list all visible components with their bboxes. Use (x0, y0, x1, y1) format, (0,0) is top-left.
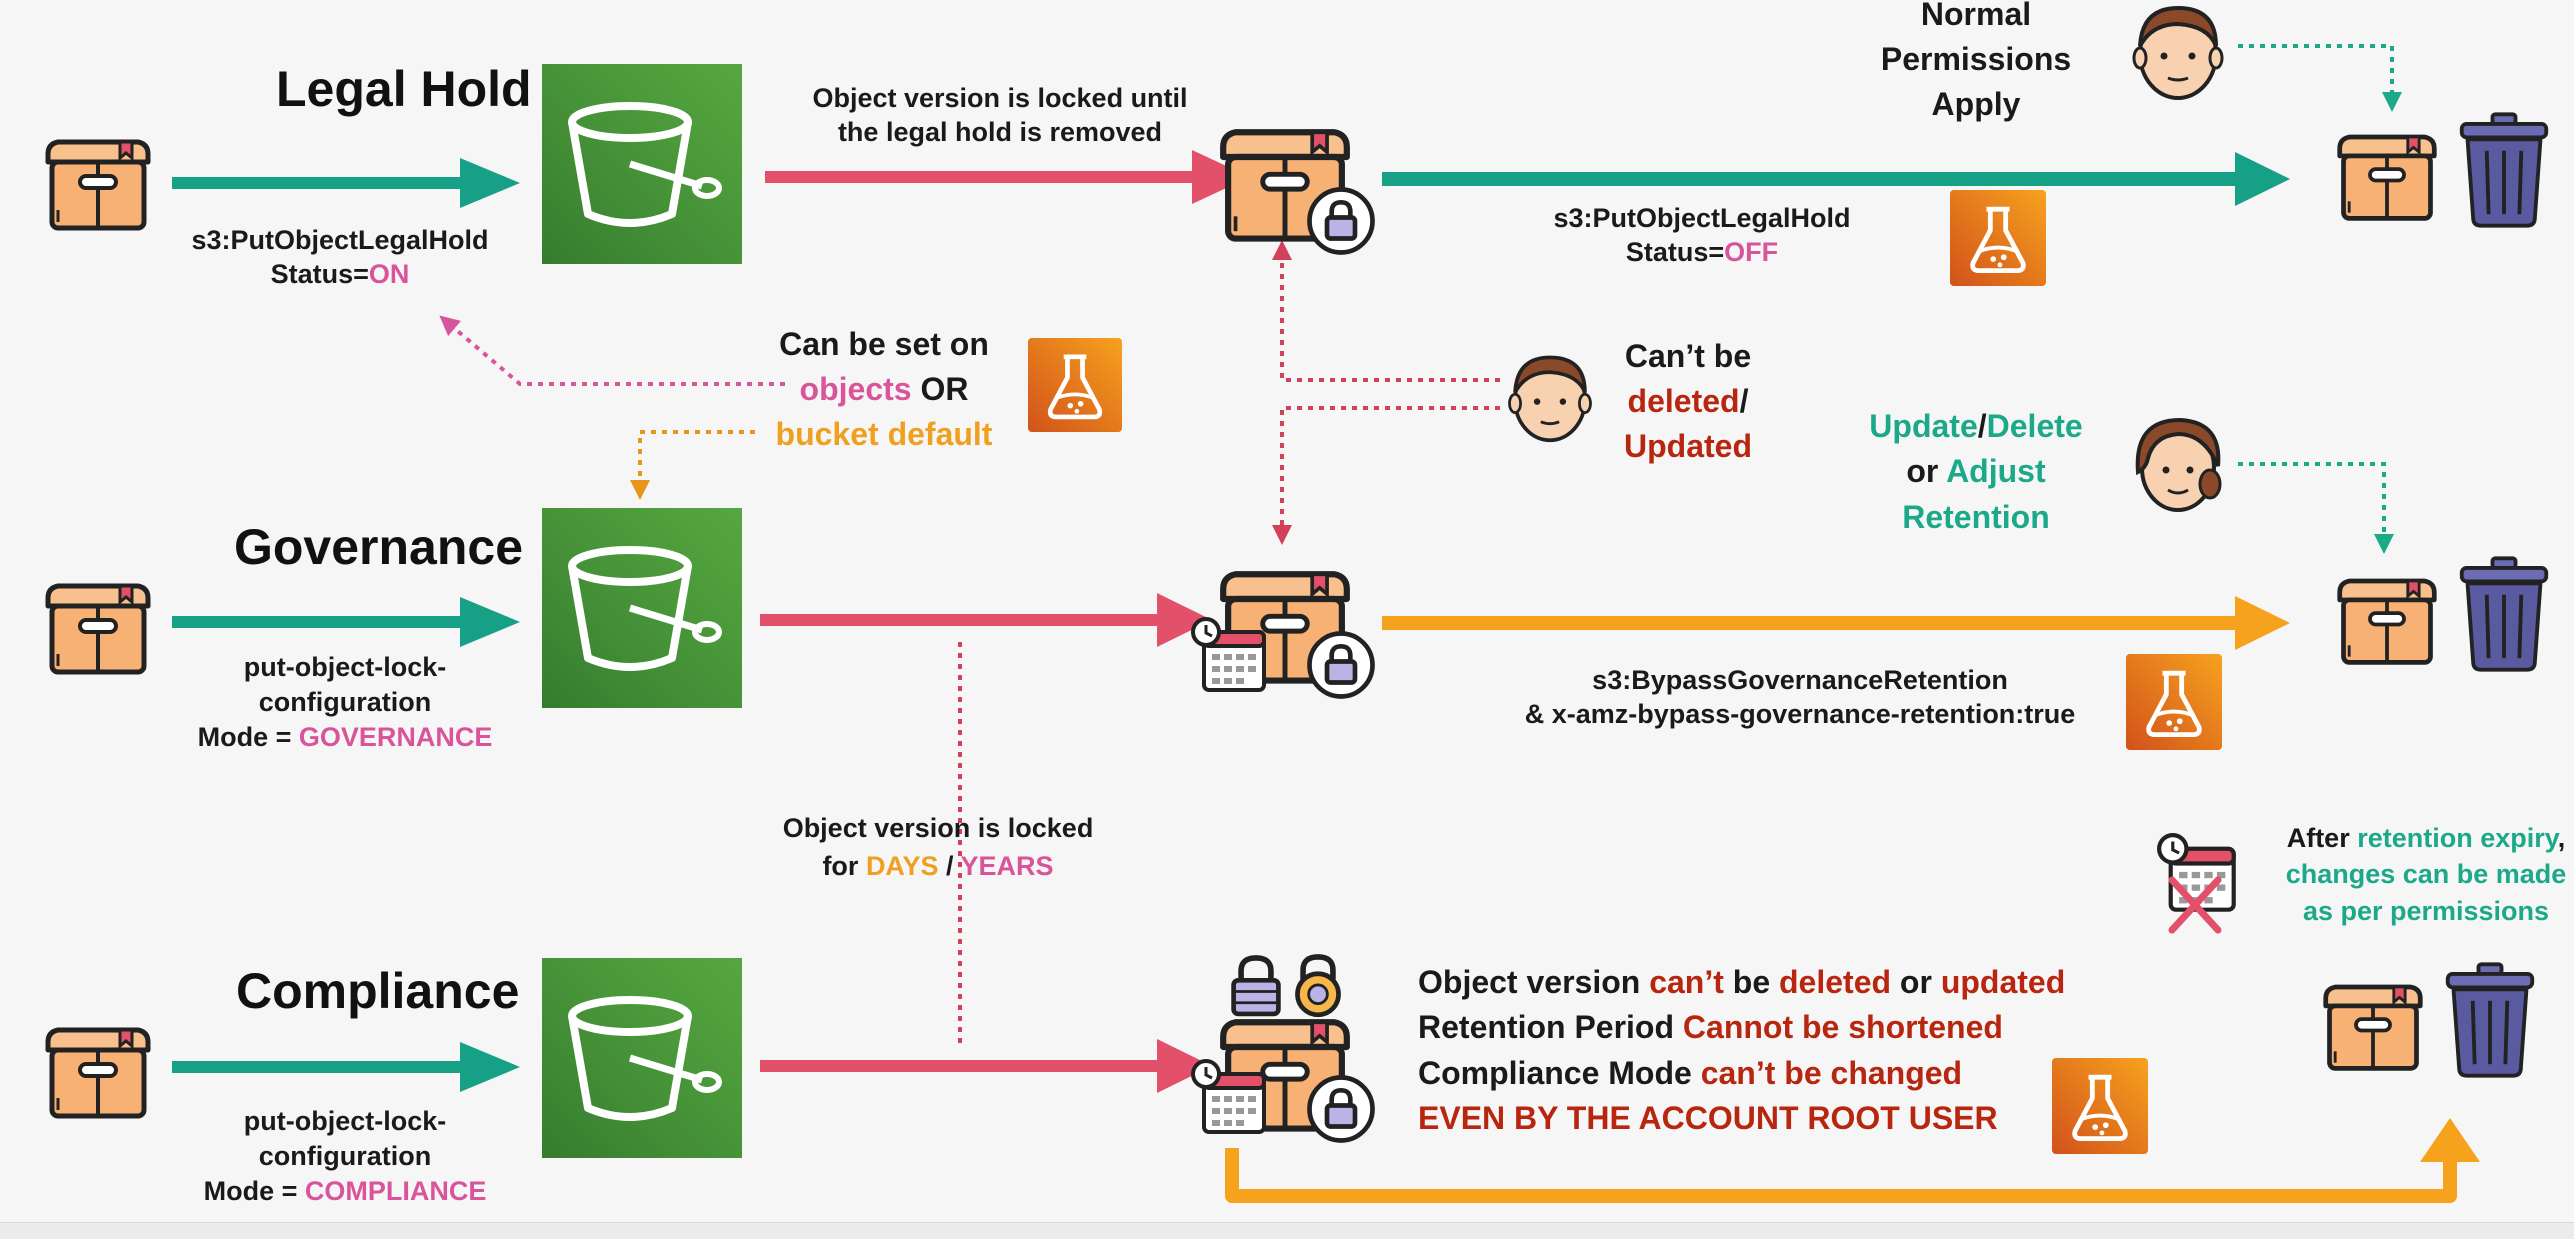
governance-title: Governance (234, 519, 524, 575)
object-box-icon (48, 1030, 148, 1116)
footer-strip (0, 1222, 2574, 1239)
legal-hold-status-on: ON (368, 258, 410, 289)
iam-policy-flask-icon (1028, 338, 1122, 432)
s3-bucket-icon (542, 508, 742, 708)
dotted-red-cant-delete-down (1272, 406, 1500, 545)
update-delete-adjust: Update/Delete or Adjust Retention (1869, 408, 2083, 535)
legal-hold-status-off: OFF (1724, 236, 1779, 267)
arrow-bucket-to-locked-governance (760, 593, 1212, 647)
set-on-objects-or-bucket: Can be set on objects OR bucket default (775, 326, 993, 452)
user-face-icon (2132, 6, 2224, 100)
legal-hold-remove-api: s3:PutObjectLegalHold Status=OFF (1553, 203, 1851, 267)
expired-calendar-icon (2159, 835, 2234, 934)
arrow-box-to-bucket-governance (172, 597, 520, 647)
dotted-teal-normal-permissions (2238, 44, 2402, 112)
dotted-orange-to-governance-bucket (630, 430, 755, 500)
trash-can-icon (2445, 962, 2535, 1078)
object-box-icon (48, 142, 148, 228)
padlock-icon (1310, 1078, 1373, 1141)
combination-lock-icon (1297, 957, 1338, 1015)
normal-permissions-text: Normal Permissions Apply (1880, 0, 2072, 122)
arrow-bucket-to-locked-legal (765, 150, 1250, 204)
padlock-icon (1310, 634, 1373, 697)
object-box-icon (2326, 987, 2421, 1068)
user-face-icon (2135, 418, 2222, 512)
locked-days-years: Object version is locked for DAYS / YEAR… (782, 813, 1094, 881)
trash-can-icon (2459, 556, 2549, 672)
governance-bypass: s3:BypassGovernanceRetention & x-amz-byp… (1524, 665, 2076, 729)
trash-can-icon (2459, 112, 2549, 228)
object-box-icon (2340, 581, 2435, 662)
arrow-bucket-to-locked-compliance (760, 1039, 1212, 1093)
iam-policy-flask-icon (1950, 190, 2046, 286)
user-face-icon (1507, 355, 1593, 443)
governance-config: put-object-lock- configuration Mode = GO… (197, 652, 493, 753)
compliance-title: Compliance (236, 963, 520, 1019)
dotted-teal-update-delete (2238, 462, 2394, 554)
compliance-rules: Object version can’t be deleted or updat… (1418, 964, 2066, 1137)
s3-bucket-icon (542, 958, 742, 1158)
iam-policy-flask-icon (2052, 1058, 2148, 1154)
object-box-icon (2340, 137, 2435, 218)
dotted-red-cant-delete-up (1272, 240, 1500, 382)
s3-bucket-icon (542, 64, 742, 264)
dotted-pink-to-legal-status (439, 315, 785, 386)
arrow-box-to-bucket-legal (172, 158, 520, 208)
compliance-config: put-object-lock- configuration Mode = CO… (203, 1106, 487, 1207)
padlock-icon (1234, 958, 1279, 1014)
padlock-icon (1310, 190, 1373, 253)
arrow-governance-to-trash (1382, 596, 2290, 650)
legal-hold-api: s3:PutObjectLegalHold Status=ON (191, 225, 489, 289)
arrow-box-to-bucket-compliance (172, 1042, 520, 1092)
arrow-legal-to-trash (1382, 152, 2290, 206)
after-retention-expiry: After retention expiry, changes can be m… (2285, 823, 2567, 926)
iam-policy-flask-icon (2126, 654, 2222, 750)
arrow-compliance-to-trash (1225, 1118, 2480, 1203)
legal-hold-title: Legal Hold (276, 61, 532, 117)
legal-hold-locked-text: Object version is locked until the legal… (812, 83, 1188, 147)
object-box-icon (48, 586, 148, 672)
cant-be-deleted-updated: Can’t be deleted/ Updated (1624, 338, 1752, 464)
